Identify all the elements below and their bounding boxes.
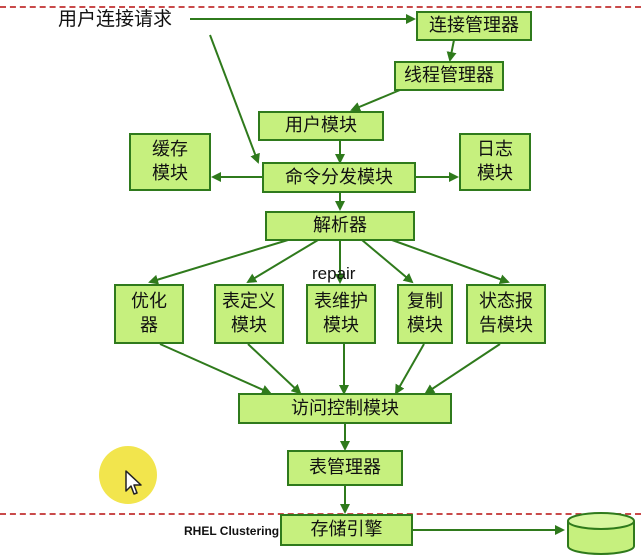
dispatch-module-box: 命令分发模块 (262, 162, 416, 193)
status-report-text-line1: 状态报 (479, 291, 533, 312)
replication-text-line2: 模块 (407, 315, 443, 336)
access-control-module-box: 访问控制模块 (238, 393, 452, 424)
arrow-request-to-dispatch (209, 34, 260, 164)
thread-manager-box: 线程管理器 (394, 61, 504, 91)
cursor-arrow-icon (125, 470, 142, 495)
access-control-text: 访问控制模块 (291, 397, 399, 419)
arrow-optimizer-to-access (159, 343, 272, 395)
cache-module-text-line2: 模块 (152, 163, 188, 184)
arrow-table-define-to-access (247, 343, 302, 395)
table-define-text-line2: 模块 (231, 315, 267, 336)
log-module-box: 日志 模块 (459, 133, 531, 191)
status-report-module-box: 状态报 告模块 (466, 284, 546, 344)
dispatch-module-text: 命令分发模块 (285, 166, 393, 188)
table-maintain-text-line1: 表维护 (314, 291, 368, 312)
optimizer-text-line1: 优化 (131, 291, 167, 312)
optimizer-box: 优化 器 (114, 284, 184, 344)
database-cylinder-icon (567, 512, 635, 555)
cache-module-box: 缓存 模块 (129, 133, 211, 191)
table-manager-box: 表管理器 (287, 450, 403, 486)
user-module-box: 用户模块 (258, 111, 384, 141)
cache-module-text-line1: 缓存 (152, 139, 188, 160)
arrow-parser-to-optimizer (148, 239, 289, 285)
arrow-replication-to-access (395, 343, 425, 395)
connection-manager-text: 连接管理器 (429, 15, 519, 36)
storage-engine-box: 存储引擎 (280, 514, 413, 546)
table-maintain-module-box: 表维护 模块 (306, 284, 376, 344)
arrow-parser-to-replication (361, 239, 414, 284)
parser-text: 解析器 (313, 215, 367, 236)
arrow-parser-to-status (391, 239, 510, 284)
table-manager-text: 表管理器 (309, 457, 381, 478)
parser-box: 解析器 (265, 211, 415, 241)
arrow-parser-to-table-define (246, 239, 319, 284)
optimizer-text-line2: 器 (140, 315, 158, 336)
status-report-text-line2: 告模块 (479, 315, 533, 336)
storage-engine-text: 存储引擎 (310, 519, 383, 540)
rhel-clustering-label: RHEL Clustering (184, 524, 280, 538)
log-module-text-line1: 日志 (477, 139, 513, 160)
connection-manager-box: 连接管理器 (416, 11, 532, 41)
replication-text-line1: 复制 (407, 291, 443, 312)
thread-manager-text: 线程管理器 (404, 65, 494, 86)
arrow-status-to-access (424, 343, 501, 395)
arrow-thread-to-user (350, 89, 401, 112)
top-boundary-line (0, 6, 641, 8)
replication-module-box: 复制 模块 (397, 284, 453, 344)
log-module-text-line2: 模块 (477, 163, 513, 184)
table-define-text-line1: 表定义 (222, 291, 276, 312)
arrow-connection-to-thread (446, 39, 457, 62)
repair-label: repair (312, 264, 356, 283)
table-maintain-text-line2: 模块 (323, 315, 359, 336)
user-connection-request-label: 用户连接请求 (58, 8, 173, 30)
user-module-text: 用户模块 (285, 115, 357, 136)
table-define-module-box: 表定义 模块 (214, 284, 284, 344)
